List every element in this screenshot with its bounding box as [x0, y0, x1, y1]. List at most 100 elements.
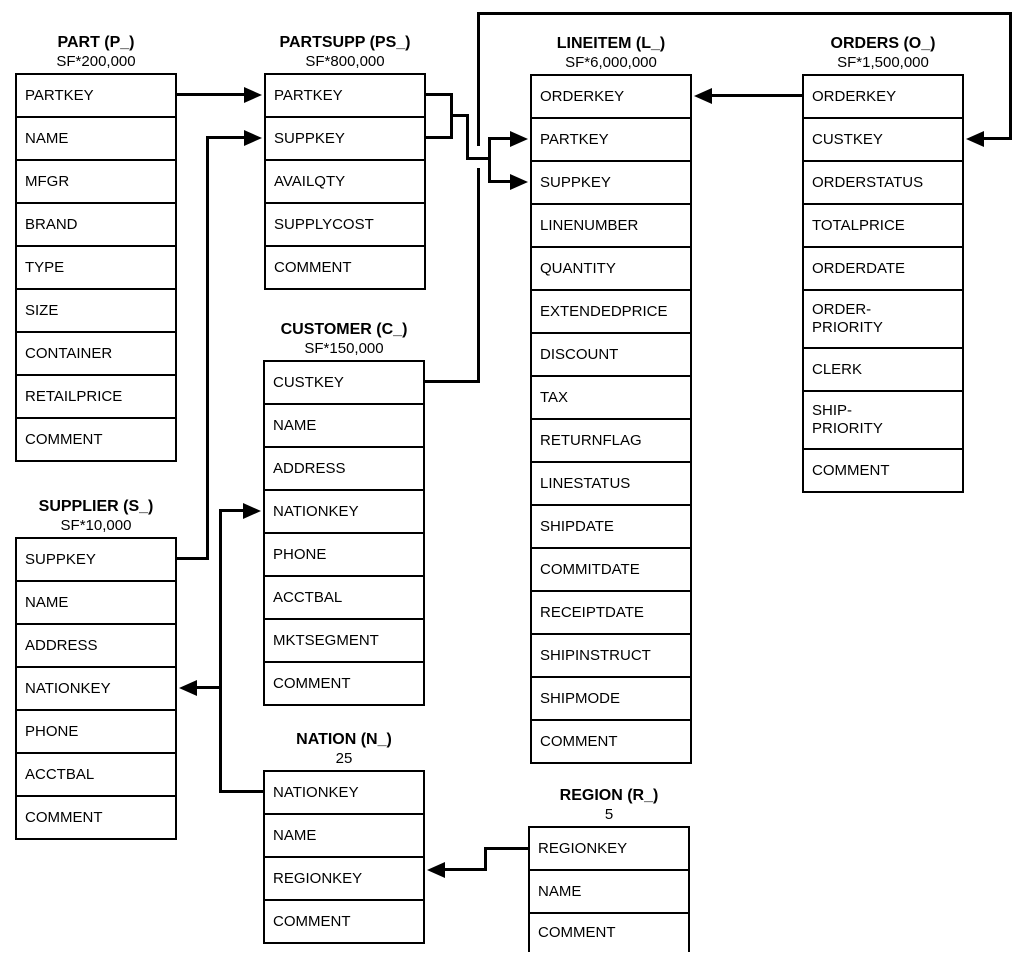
column-availqty: AVAILQTY — [264, 159, 426, 204]
column-quantity: QUANTITY — [530, 246, 692, 291]
arrowhead-nation-customer — [243, 503, 261, 519]
column-regionkey: REGIONKEY — [528, 826, 690, 871]
connector-partsupp-lineitem-partkey-stub — [426, 93, 453, 96]
column-comment: COMMENT — [264, 245, 426, 290]
column-comment: COMMENT — [263, 661, 425, 706]
connector-nation-vertical — [219, 509, 222, 793]
column-linenumber: LINENUMBER — [530, 203, 692, 248]
connector-partsupp-lineitem-fork — [488, 137, 491, 183]
column-suppkey: SUPPKEY — [15, 537, 177, 582]
column-returnflag: RETURNFLAG — [530, 418, 692, 463]
table-region-cardinality: 5 — [604, 806, 614, 823]
connector-region-nation-stub — [484, 847, 528, 850]
column-commitdate: COMMITDATE — [530, 547, 692, 592]
column-name: NAME — [15, 116, 177, 161]
column-phone: PHONE — [15, 709, 177, 754]
connector-customer-orders-line — [984, 137, 1012, 140]
column-orderkey: ORDERKEY — [530, 74, 692, 119]
connector-region-nation-line — [445, 868, 487, 871]
table-nation-cardinality: 25 — [335, 750, 353, 767]
connector-supplier-partsupp-line — [206, 136, 246, 139]
column-nationkey: NATIONKEY — [263, 489, 425, 534]
connector-nation-stub — [219, 790, 263, 793]
column-shipinstruct: SHIPINSTRUCT — [530, 633, 692, 678]
column-ship-priority: SHIP- PRIORITY — [802, 390, 964, 450]
connector-partsupp-lineitem-suppkey-line — [488, 180, 512, 183]
connector-nation-supplier-line — [197, 686, 222, 689]
column-receiptdate: RECEIPTDATE — [530, 590, 692, 635]
connector-customer-orders-vertical-lower — [477, 168, 480, 383]
column-phone: PHONE — [263, 532, 425, 577]
column-nationkey: NATIONKEY — [15, 666, 177, 711]
arrowhead-customer-orders — [966, 131, 984, 147]
connector-partsupp-lineitem-partkey-line — [488, 137, 512, 140]
column-supplycost: SUPPLYCOST — [264, 202, 426, 247]
arrowhead-partsupp-lineitem-partkey — [510, 131, 528, 147]
column-partkey: PARTKEY — [530, 117, 692, 162]
column-clerk: CLERK — [802, 347, 964, 392]
column-type: TYPE — [15, 245, 177, 290]
connector-partsupp-lineitem-jog3 — [466, 157, 491, 160]
connector-supplier-partsupp-vertical — [206, 136, 209, 560]
column-address: ADDRESS — [263, 446, 425, 491]
column-comment: COMMENT — [802, 448, 964, 493]
arrowhead-partsupp-lineitem-suppkey — [510, 174, 528, 190]
table-lineitem-cardinality: SF*6,000,000 — [565, 54, 657, 71]
table-part-cardinality: SF*200,000 — [56, 53, 136, 70]
column-nationkey: NATIONKEY — [263, 770, 425, 815]
table-supplier-title: SUPPLIER (S_) — [38, 498, 154, 515]
connector-partsupp-lineitem-jog1 — [450, 114, 469, 117]
column-shipmode: SHIPMODE — [530, 676, 692, 721]
table-partsupp-cardinality: SF*800,000 — [305, 53, 385, 70]
column-extendedprice: EXTENDEDPRICE — [530, 289, 692, 334]
column-discount: DISCOUNT — [530, 332, 692, 377]
column-linestatus: LINESTATUS — [530, 461, 692, 506]
column-name: NAME — [528, 869, 690, 914]
column-regionkey: REGIONKEY — [263, 856, 425, 901]
column-suppkey: SUPPKEY — [264, 116, 426, 161]
column-mfgr: MFGR — [15, 159, 177, 204]
connector-customer-orders-stub — [425, 380, 480, 383]
column-custkey: CUSTKEY — [263, 360, 425, 405]
table-customer-title: CUSTOMER (C_) — [280, 321, 408, 338]
column-name: NAME — [15, 580, 177, 625]
column-comment: COMMENT — [15, 417, 177, 462]
table-customer-cardinality: SF*150,000 — [304, 340, 384, 357]
column-name: NAME — [263, 813, 425, 858]
connector-partsupp-lineitem-jog2 — [466, 114, 469, 160]
column-retailprice: RETAILPRICE — [15, 374, 177, 419]
column-partkey: PARTKEY — [15, 73, 177, 118]
column-comment: COMMENT — [528, 912, 690, 952]
connector-part-partsupp-line — [177, 93, 246, 96]
table-region-title: REGION (R_) — [559, 787, 659, 804]
connector-supplier-partsupp-stub — [177, 557, 208, 560]
column-custkey: CUSTKEY — [802, 117, 964, 162]
column-orderstatus: ORDERSTATUS — [802, 160, 964, 205]
column-acctbal: ACCTBAL — [263, 575, 425, 620]
table-orders-cardinality: SF*1,500,000 — [837, 54, 929, 71]
column-partkey: PARTKEY — [264, 73, 426, 118]
column-acctbal: ACCTBAL — [15, 752, 177, 797]
table-partsupp-title: PARTSUPP (PS_) — [279, 34, 411, 51]
table-part-title: PART (P_) — [57, 34, 135, 51]
table-orders-title: ORDERS (O_) — [830, 35, 936, 52]
column-orderdate: ORDERDATE — [802, 246, 964, 291]
column-tax: TAX — [530, 375, 692, 420]
table-lineitem-title: LINEITEM (L_) — [556, 35, 666, 52]
arrowhead-orders-lineitem — [694, 88, 712, 104]
column-comment: COMMENT — [15, 795, 177, 840]
connector-partsupp-lineitem-suppkey-stub — [426, 136, 453, 139]
table-nation-title: NATION (N_) — [296, 731, 392, 748]
